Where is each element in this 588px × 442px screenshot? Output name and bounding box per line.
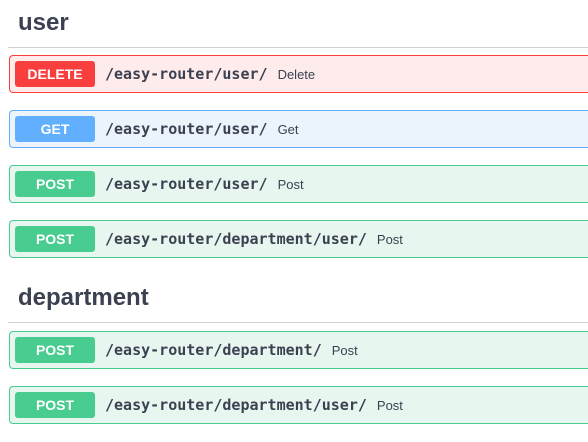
- operation-summary: Post: [376, 397, 403, 413]
- operation-path: /easy-router/user/: [105, 65, 268, 83]
- operation-path: /easy-router/department/: [105, 341, 322, 359]
- operation-post-department[interactable]: POST /easy-router/department/ Post: [9, 331, 588, 369]
- section-divider: [8, 47, 588, 48]
- operation-summary: Post: [331, 342, 358, 358]
- method-badge: DELETE: [15, 61, 95, 87]
- method-badge: GET: [15, 116, 95, 142]
- operation-path: /easy-router/department/user/: [105, 230, 367, 248]
- operation-post-department-user-2[interactable]: POST /easy-router/department/user/ Post: [9, 386, 588, 424]
- method-badge: POST: [15, 226, 95, 252]
- method-badge: POST: [15, 171, 95, 197]
- section-title-user[interactable]: user: [18, 9, 69, 36]
- method-badge: POST: [15, 337, 95, 363]
- section-title-department[interactable]: department: [18, 284, 149, 311]
- operation-post-department-user[interactable]: POST /easy-router/department/user/ Post: [9, 220, 588, 258]
- method-badge: POST: [15, 392, 95, 418]
- operation-summary: Delete: [277, 66, 316, 82]
- operation-summary: Post: [277, 176, 304, 192]
- operation-summary: Get: [277, 121, 299, 137]
- operation-path: /easy-router/department/user/: [105, 396, 367, 414]
- section-divider: [8, 322, 588, 323]
- operation-post-user[interactable]: POST /easy-router/user/ Post: [9, 165, 588, 203]
- operation-path: /easy-router/user/: [105, 120, 268, 138]
- operation-summary: Post: [376, 231, 403, 247]
- operation-path: /easy-router/user/: [105, 175, 268, 193]
- operation-delete-user[interactable]: DELETE /easy-router/user/ Delete: [9, 55, 588, 93]
- operation-get-user[interactable]: GET /easy-router/user/ Get: [9, 110, 588, 148]
